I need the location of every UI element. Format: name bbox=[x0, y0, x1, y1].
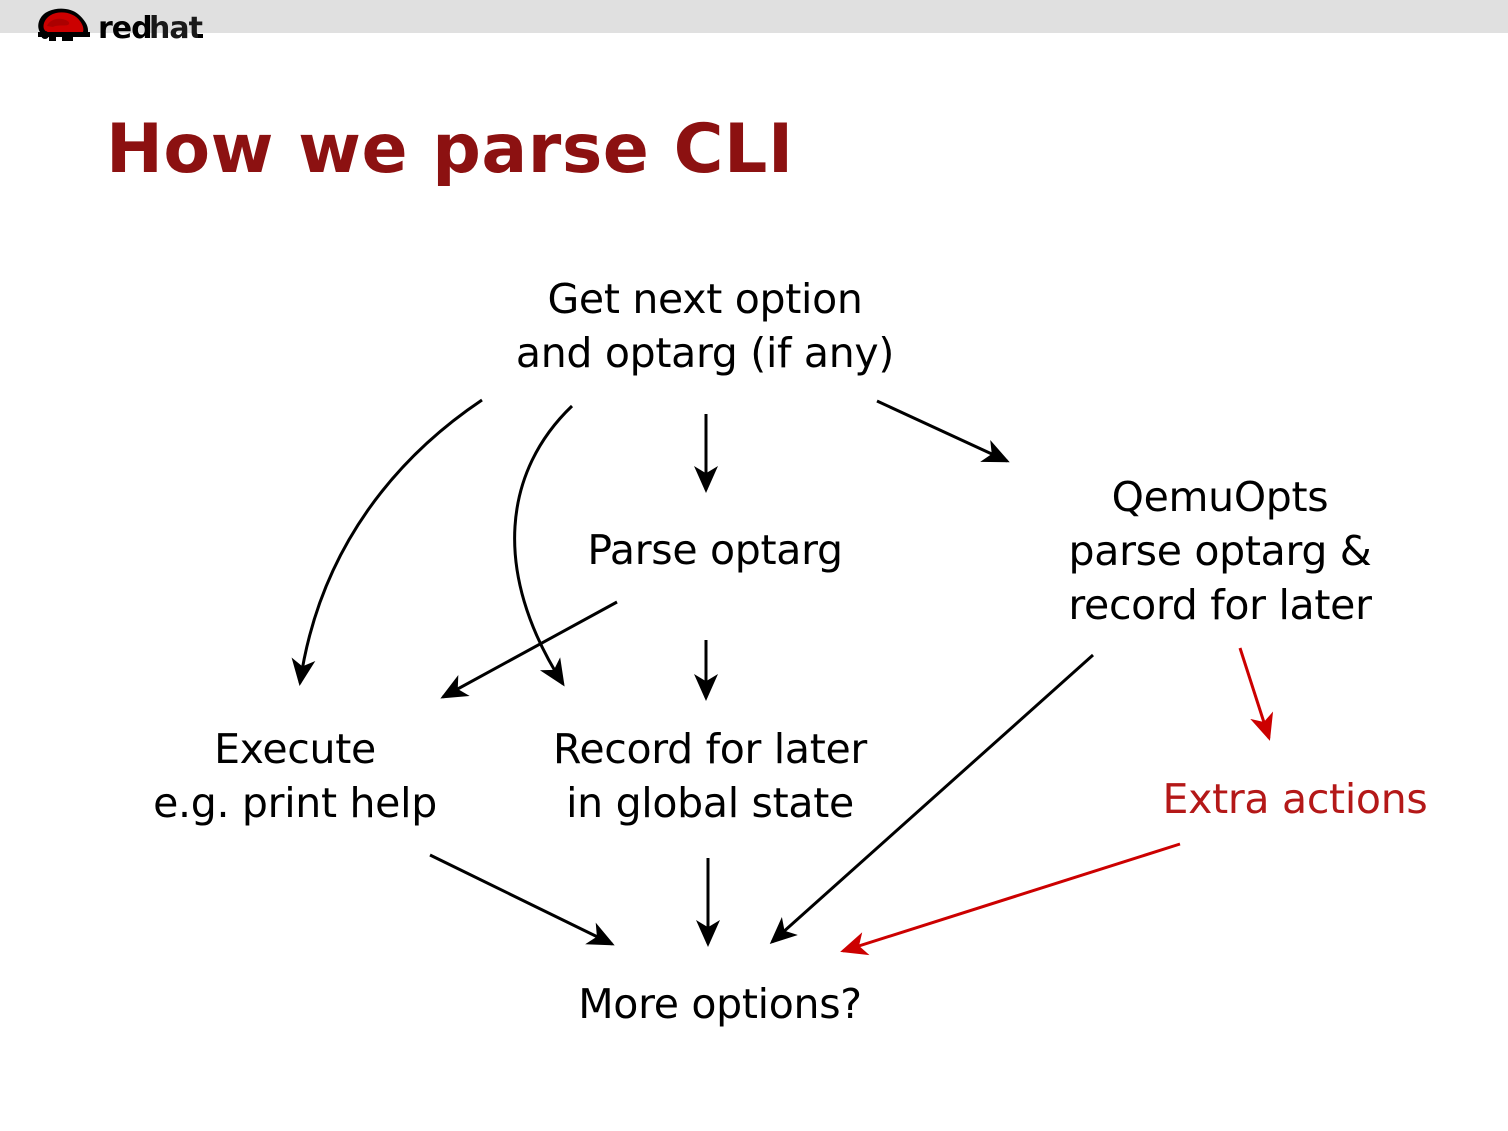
svg-text:hat: hat bbox=[149, 11, 203, 46]
redhat-logo: red hat bbox=[22, 2, 222, 50]
header-bar bbox=[0, 0, 1508, 33]
node-line: in global state bbox=[566, 779, 854, 828]
edge-getnext-to-qemuopts bbox=[876, 399, 1010, 463]
node-qemuopts: QemuOpts parse optarg & record for later bbox=[1010, 470, 1430, 632]
node-line: Record for later bbox=[553, 725, 867, 773]
node-line: Get next option bbox=[547, 275, 863, 323]
edge-extra-to-more bbox=[840, 842, 1181, 956]
edge-execute-to-more bbox=[429, 853, 615, 946]
node-parse-optarg: Parse optarg bbox=[525, 523, 905, 577]
node-line: Extra actions bbox=[1162, 775, 1428, 823]
redhat-shadowman-icon: red hat bbox=[38, 8, 204, 46]
node-line: Execute bbox=[214, 725, 376, 773]
node-line: record for later bbox=[1068, 581, 1372, 630]
edge-getnext-to-execute bbox=[291, 398, 483, 686]
node-record-for-later: Record for later in global state bbox=[480, 722, 940, 830]
node-line: and optarg (if any) bbox=[515, 329, 895, 378]
page-title: How we parse CLI bbox=[106, 110, 794, 189]
svg-text:red: red bbox=[98, 11, 152, 46]
edge-getnext-to-record bbox=[513, 404, 574, 687]
node-line: QemuOpts bbox=[1111, 473, 1329, 521]
node-get-next-option: Get next option and optarg (if any) bbox=[435, 272, 975, 380]
node-line: Parse optarg bbox=[587, 526, 843, 574]
edge-qemuopts-to-more bbox=[769, 653, 1094, 944]
node-line: parse optarg & bbox=[1068, 527, 1372, 576]
node-extra-actions: Extra actions bbox=[1085, 772, 1505, 826]
node-execute: Execute e.g. print help bbox=[85, 722, 505, 830]
edge-parse-to-execute bbox=[440, 600, 618, 699]
node-more-options: More options? bbox=[500, 977, 940, 1031]
edge-qemuopts-to-extra bbox=[1238, 647, 1274, 741]
node-line: More options? bbox=[578, 980, 862, 1028]
node-line: e.g. print help bbox=[153, 779, 437, 828]
